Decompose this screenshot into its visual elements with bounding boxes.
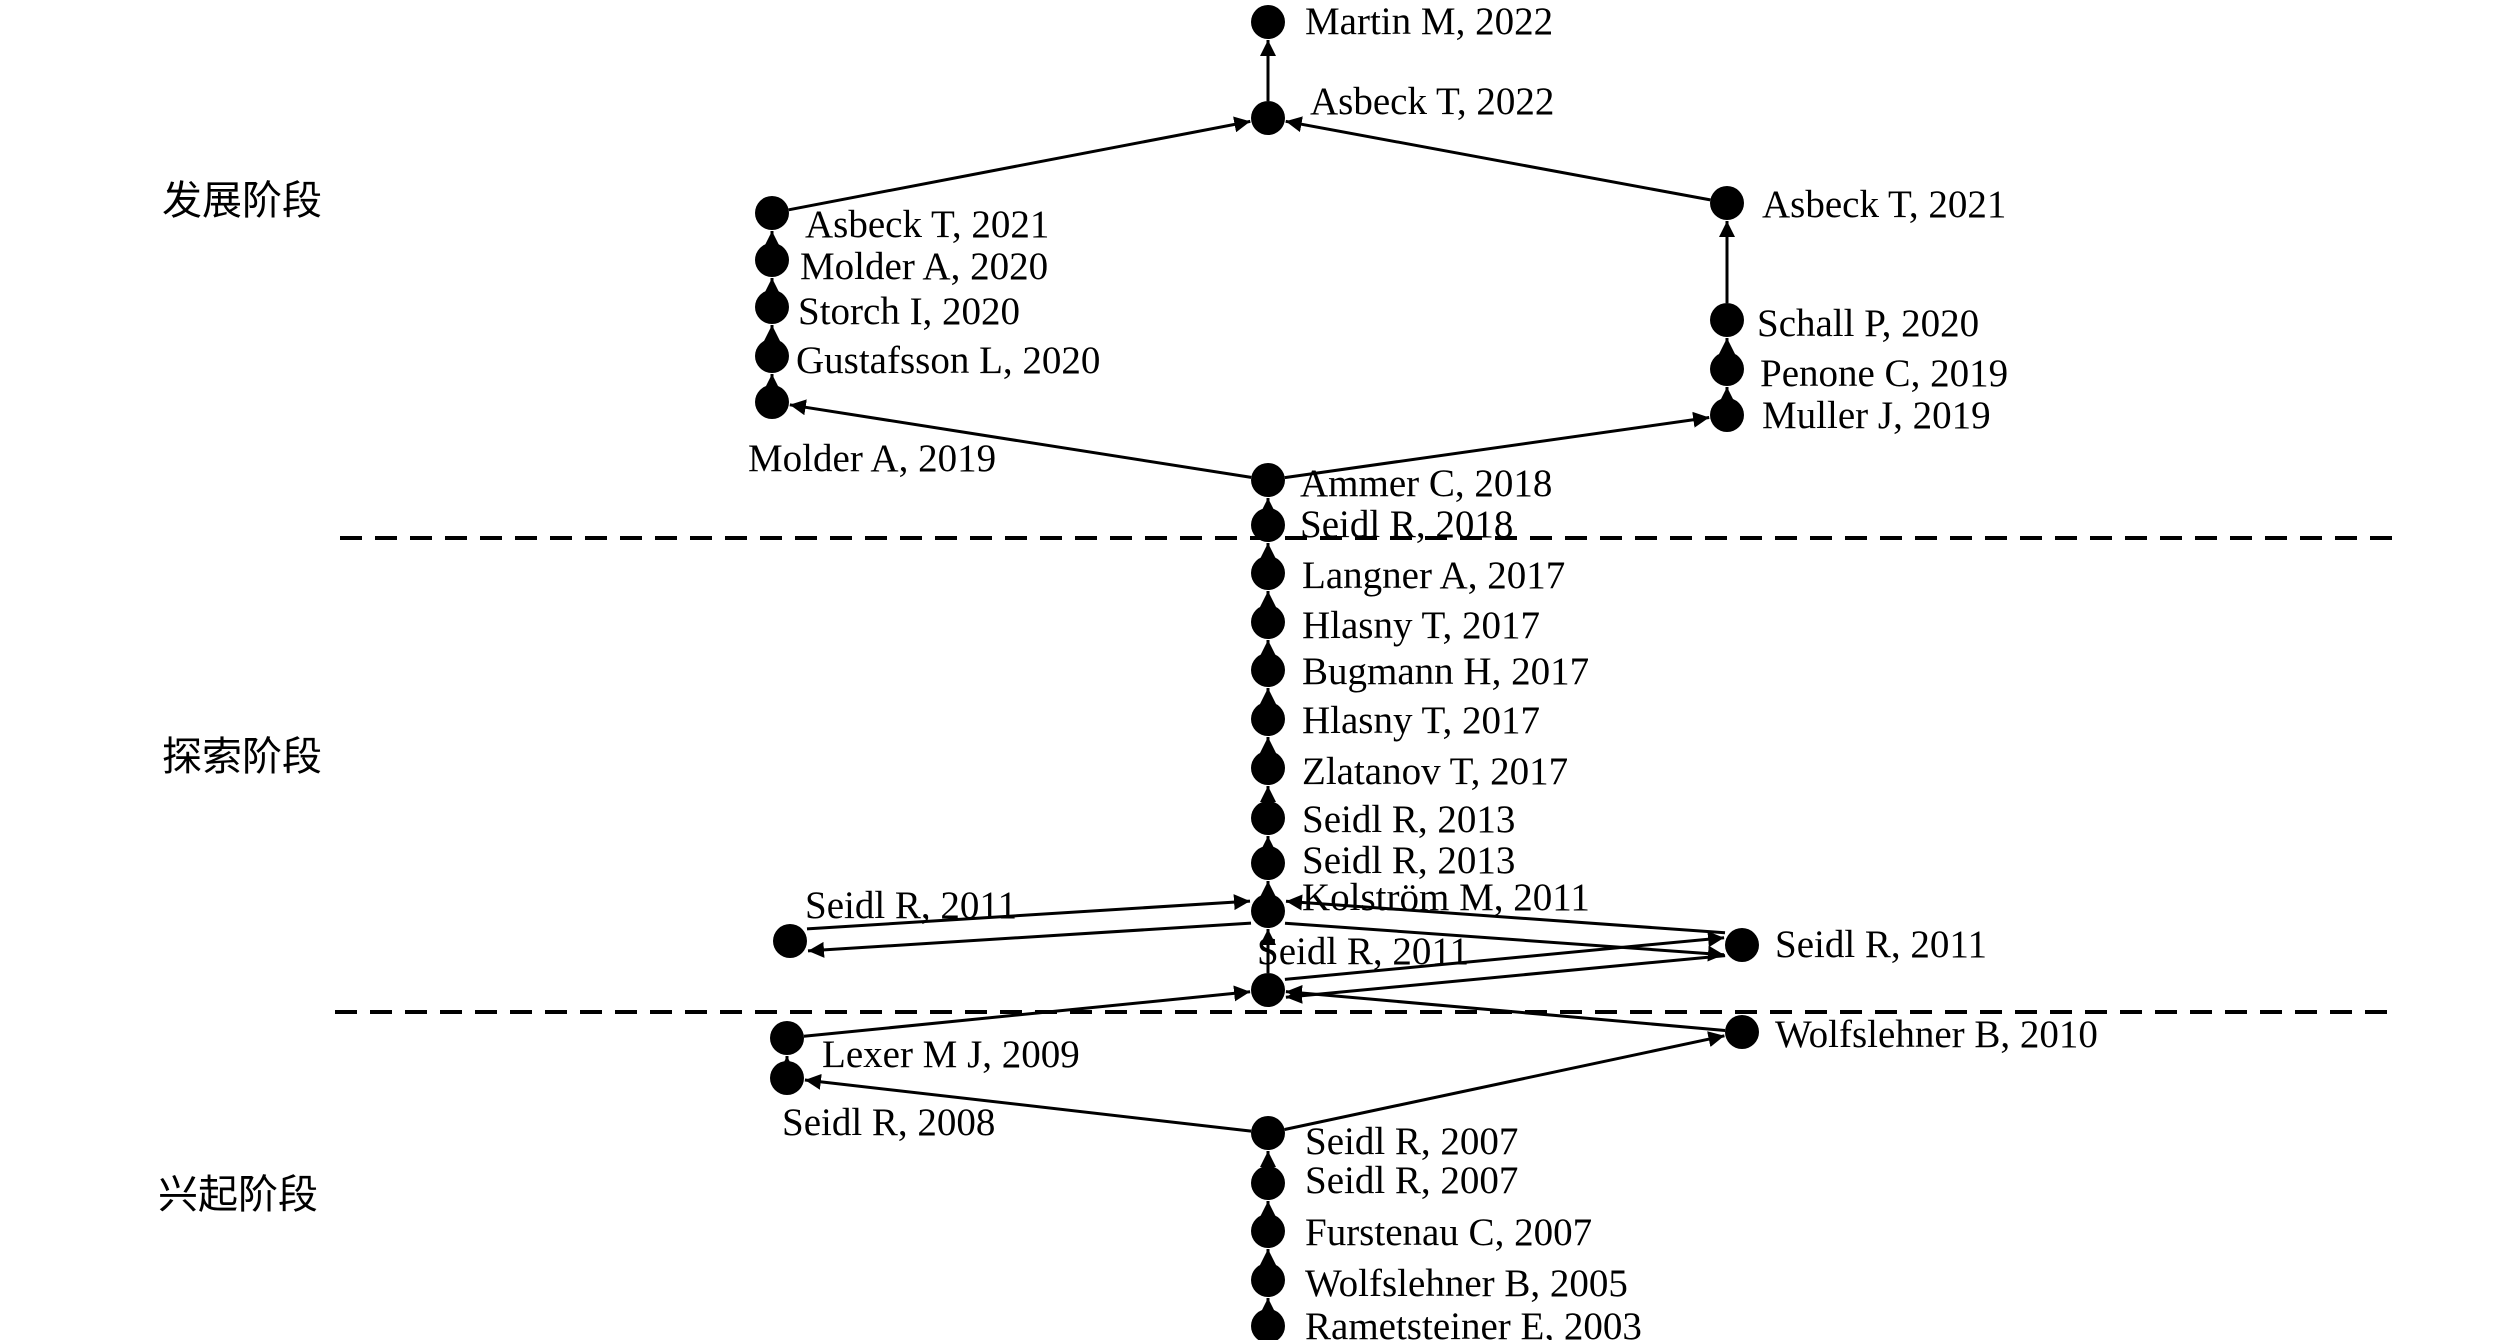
- node-n6: [755, 339, 789, 373]
- node-n14: [1251, 556, 1285, 590]
- node-label-n28: Seidl R, 2007: [1305, 1120, 1518, 1163]
- node-label-n25: Wolfslehner B, 2010: [1775, 1013, 2098, 1056]
- node-n17: [1251, 702, 1285, 736]
- node-n26: [770, 1021, 804, 1055]
- node-label-n2: Asbeck T, 2022: [1310, 80, 1554, 123]
- node-label-n8: Asbeck T, 2021: [1762, 183, 2006, 226]
- edge-n21-to-n24: [1284, 921, 1725, 962]
- node-n21: [1251, 894, 1285, 928]
- node-n8: [1710, 186, 1744, 220]
- node-n27: [770, 1061, 804, 1095]
- node-n31: [1251, 1263, 1285, 1297]
- node-n32: [1251, 1309, 1285, 1340]
- node-label-n16: Bugmann H, 2017: [1302, 650, 1589, 693]
- node-n2: [1251, 101, 1285, 135]
- node-label-n1: Martin M, 2022: [1305, 0, 1553, 43]
- node-n15: [1251, 605, 1285, 639]
- node-label-n19: Seidl R, 2013: [1302, 798, 1515, 841]
- node-n9: [1710, 303, 1744, 337]
- edge-n12-to-n11: [1284, 411, 1710, 480]
- node-label-n4: Molder A, 2020: [800, 245, 1048, 288]
- edge-n12-to-n7: [789, 399, 1252, 479]
- node-n10: [1710, 352, 1744, 386]
- node-label-n9: Schall P, 2020: [1757, 302, 1979, 345]
- node-n25: [1725, 1015, 1759, 1049]
- node-label-n5: Storch I, 2020: [798, 290, 1020, 333]
- stage-label-exploration: 探索阶段: [162, 734, 322, 780]
- node-label-n27: Seidl R, 2008: [782, 1101, 995, 1144]
- node-n11: [1710, 398, 1744, 432]
- node-n19: [1251, 801, 1285, 835]
- edge-n21-to-n23: [807, 921, 1252, 958]
- edge-n26-to-n22: [803, 985, 1251, 1038]
- edge-n3-to-n2: [788, 116, 1251, 212]
- node-n3: [755, 196, 789, 230]
- node-n1: [1251, 5, 1285, 39]
- node-label-n11: Muller J, 2019: [1762, 394, 1991, 437]
- node-n20: [1251, 846, 1285, 880]
- stage-label-development: 发展阶段: [162, 178, 322, 224]
- node-n12: [1251, 463, 1285, 497]
- node-label-n30: Furstenau C, 2007: [1305, 1211, 1592, 1254]
- edge-n22-to-n24: [1284, 931, 1725, 981]
- edge-n25-to-n22: [1285, 985, 1726, 1032]
- edges-layer: [764, 40, 1735, 1314]
- node-label-n14: Langner A, 2017: [1302, 554, 1565, 597]
- node-label-n6: Gustafsson L, 2020: [796, 339, 1100, 382]
- node-label-n23: Seidl R, 2011: [805, 884, 1017, 927]
- node-label-n13: Seidl R, 2018: [1300, 503, 1513, 546]
- node-label-n12: Ammer C, 2018: [1300, 462, 1552, 505]
- nodes-layer: [755, 5, 1759, 1340]
- node-n30: [1251, 1214, 1285, 1248]
- node-label-n32: Rametsteiner E, 2003: [1305, 1305, 1642, 1340]
- edge-n24-to-n21: [1285, 894, 1726, 935]
- node-label-n20: Seidl R, 2013: [1302, 839, 1515, 882]
- node-label-n18: Zlatanov T, 2017: [1302, 750, 1568, 793]
- node-n23: [773, 924, 807, 958]
- node-label-n3: Asbeck T, 2021: [805, 203, 1049, 246]
- node-n28: [1251, 1116, 1285, 1150]
- node-n18: [1251, 751, 1285, 785]
- node-n24: [1725, 928, 1759, 962]
- node-label-n7: Molder A, 2019: [748, 437, 996, 480]
- node-label-n10: Penone C, 2019: [1760, 352, 2008, 395]
- node-label-n22: Seidl R, 2011: [1257, 930, 1469, 973]
- stage-label-emergence: 兴起阶段: [158, 1172, 318, 1218]
- node-label-n17: Hlasny T, 2017: [1302, 699, 1540, 742]
- node-label-n15: Hlasny T, 2017: [1302, 604, 1540, 647]
- edge-n8-to-n2: [1285, 116, 1711, 202]
- node-label-n24: Seidl R, 2011: [1775, 923, 1987, 966]
- node-n29: [1251, 1166, 1285, 1200]
- node-label-n31: Wolfslehner B, 2005: [1305, 1262, 1628, 1305]
- node-label-n29: Seidl R, 2007: [1305, 1159, 1518, 1202]
- edge-n28-to-n27: [804, 1073, 1252, 1133]
- node-n16: [1251, 653, 1285, 687]
- edge-n28-to-n25: [1284, 1031, 1725, 1131]
- node-label-n21: Kolström M, 2011: [1302, 876, 1590, 919]
- node-n7: [755, 385, 789, 419]
- node-n13: [1251, 508, 1285, 542]
- edge-n23-to-n21: [806, 894, 1251, 931]
- node-n5: [755, 290, 789, 324]
- node-label-n26: Lexer M J, 2009: [822, 1033, 1080, 1076]
- node-n22: [1251, 973, 1285, 1007]
- edge-n24-to-n22: [1285, 954, 1726, 1004]
- node-n4: [755, 243, 789, 277]
